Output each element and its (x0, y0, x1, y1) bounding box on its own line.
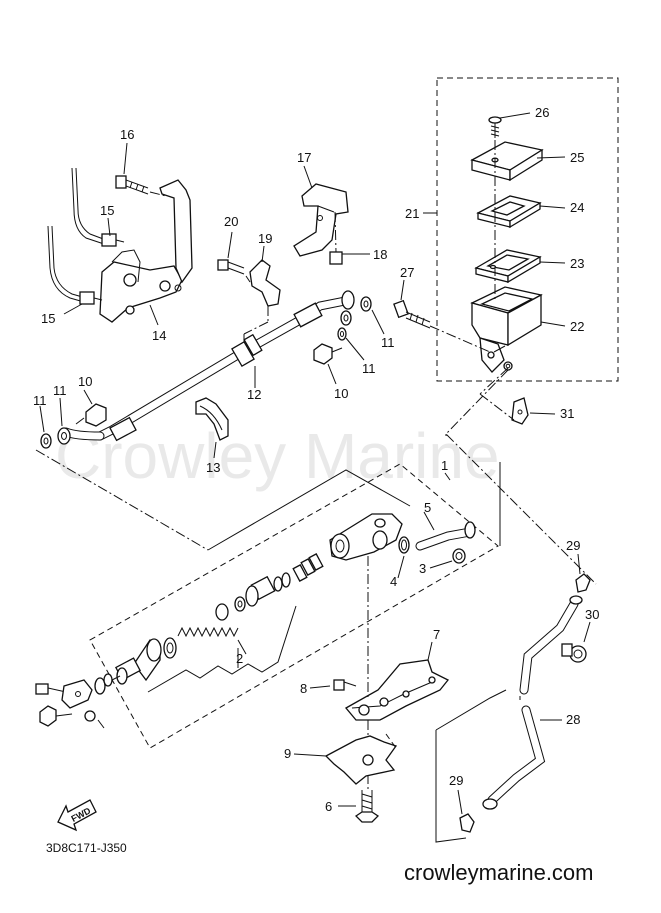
callout-14: 14 (152, 328, 166, 343)
callout-9: 9 (284, 746, 291, 761)
callout-18: 18 (373, 247, 387, 262)
website-label: crowleymarine.com (404, 860, 594, 885)
callout-11-c: 11 (381, 335, 395, 350)
callout-30: 30 (585, 607, 599, 622)
brake-pipe-assembly (35, 290, 385, 551)
callout-27: 27 (400, 265, 414, 280)
callout-22: 22 (570, 319, 584, 334)
callout-11-b: 11 (53, 383, 67, 398)
clamp-29-lower (457, 789, 475, 833)
callout-3: 3 (419, 561, 426, 576)
callout-4: 4 (390, 574, 397, 589)
callout-23: 23 (570, 256, 584, 271)
callout-25: 25 (570, 150, 584, 165)
piston-components-2 (115, 553, 324, 693)
callout-11-a: 11 (33, 393, 47, 408)
clamp-30 (561, 621, 591, 663)
callout-29-lower: 29 (449, 773, 463, 788)
callout-31: 31 (560, 406, 574, 421)
callout-24: 24 (570, 200, 584, 215)
callout-15-lower: 15 (41, 311, 55, 326)
pushrod-clevis (35, 673, 121, 729)
bolt-6 (338, 790, 380, 823)
callout-13: 13 (206, 460, 220, 475)
callout-5: 5 (424, 500, 431, 515)
callout-10-right: 10 (334, 386, 348, 401)
diaphragm-plate-24 (476, 195, 542, 229)
callout-12: 12 (247, 387, 261, 402)
callout-26: 26 (535, 105, 549, 120)
fwd-arrow-icon: FWD (57, 799, 97, 832)
plate-9 (293, 733, 398, 785)
bracket-17 (293, 165, 370, 265)
bracket-7 (309, 556, 450, 790)
callout-21: 21 (405, 206, 419, 221)
reservoir-cap-25 (470, 141, 544, 182)
clip-31 (479, 367, 556, 425)
diaphragm-23 (474, 249, 542, 284)
callout-10-left: 10 (78, 374, 92, 389)
diagram-code: 3D8C171-J350 (46, 841, 127, 855)
callout-1: 1 (441, 458, 448, 473)
callout-7: 7 (433, 627, 440, 642)
bolt-20-and-clamp-19 (217, 231, 281, 344)
master-cylinder-body-22 (470, 286, 543, 373)
callout-28: 28 (566, 712, 580, 727)
callout-11-d: 11 (362, 361, 376, 376)
bracket-assembly-14 (47, 142, 193, 326)
screw-26 (488, 116, 502, 138)
callout-2: 2 (236, 651, 243, 666)
clamp-29-upper (575, 553, 591, 593)
callout-29-upper: 29 (566, 538, 580, 553)
callout-20: 20 (224, 214, 238, 229)
callout-19: 19 (258, 231, 272, 246)
callout-8: 8 (300, 681, 307, 696)
callout-17: 17 (297, 150, 311, 165)
callout-16: 16 (120, 127, 134, 142)
master-cylinder-assembly (393, 77, 619, 382)
callout-6: 6 (325, 799, 332, 814)
hose-28 (435, 595, 583, 843)
callout-15-upper: 15 (100, 203, 114, 218)
slave-cylinder-assembly (35, 463, 499, 749)
bolt-27 (393, 299, 491, 353)
